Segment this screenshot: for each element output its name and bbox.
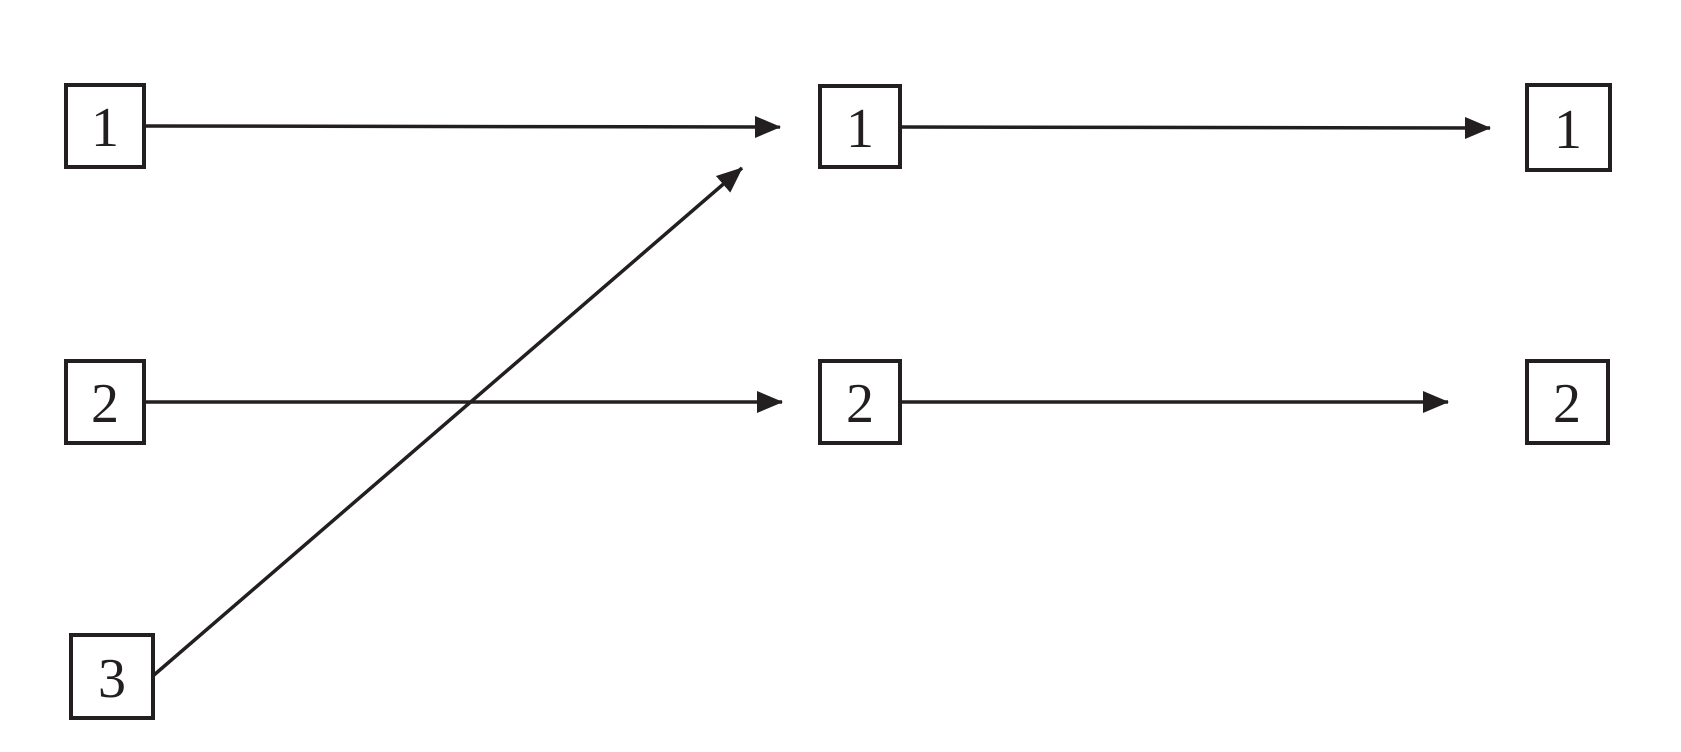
node-left-2-box: [64, 359, 146, 445]
node-right-1-box: [1525, 83, 1612, 172]
node-middle-2-label: 2: [846, 373, 874, 435]
node-right-1: 1: [1525, 83, 1612, 172]
node-right-2: 2: [1525, 359, 1610, 445]
node-left-3-box: [69, 633, 155, 720]
node-right-2-label: 2: [1553, 373, 1581, 435]
node-left-2-label: 2: [91, 373, 119, 435]
node-middle-2: 2: [818, 359, 902, 445]
node-middle-1: 1: [818, 84, 902, 169]
node-left-3: 3: [69, 633, 155, 720]
node-right-1-label: 1: [1554, 99, 1582, 161]
node-left-1-box: [64, 83, 146, 169]
node-middle-1-box: [818, 84, 902, 169]
node-left-1-label: 1: [91, 97, 119, 159]
node-right-2-box: [1525, 359, 1610, 445]
edge-left1-to-middle1: [143, 115, 781, 138]
node-left-3-label: 3: [98, 648, 126, 710]
node-left-2: 2: [64, 359, 146, 445]
edge-left3-to-middle1: [152, 166, 744, 677]
node-middle-2-box: [818, 359, 902, 445]
node-left-1: 1: [64, 83, 146, 169]
edge-middle1-to-right1: [899, 116, 1491, 139]
node-middle-1-label: 1: [846, 98, 874, 160]
